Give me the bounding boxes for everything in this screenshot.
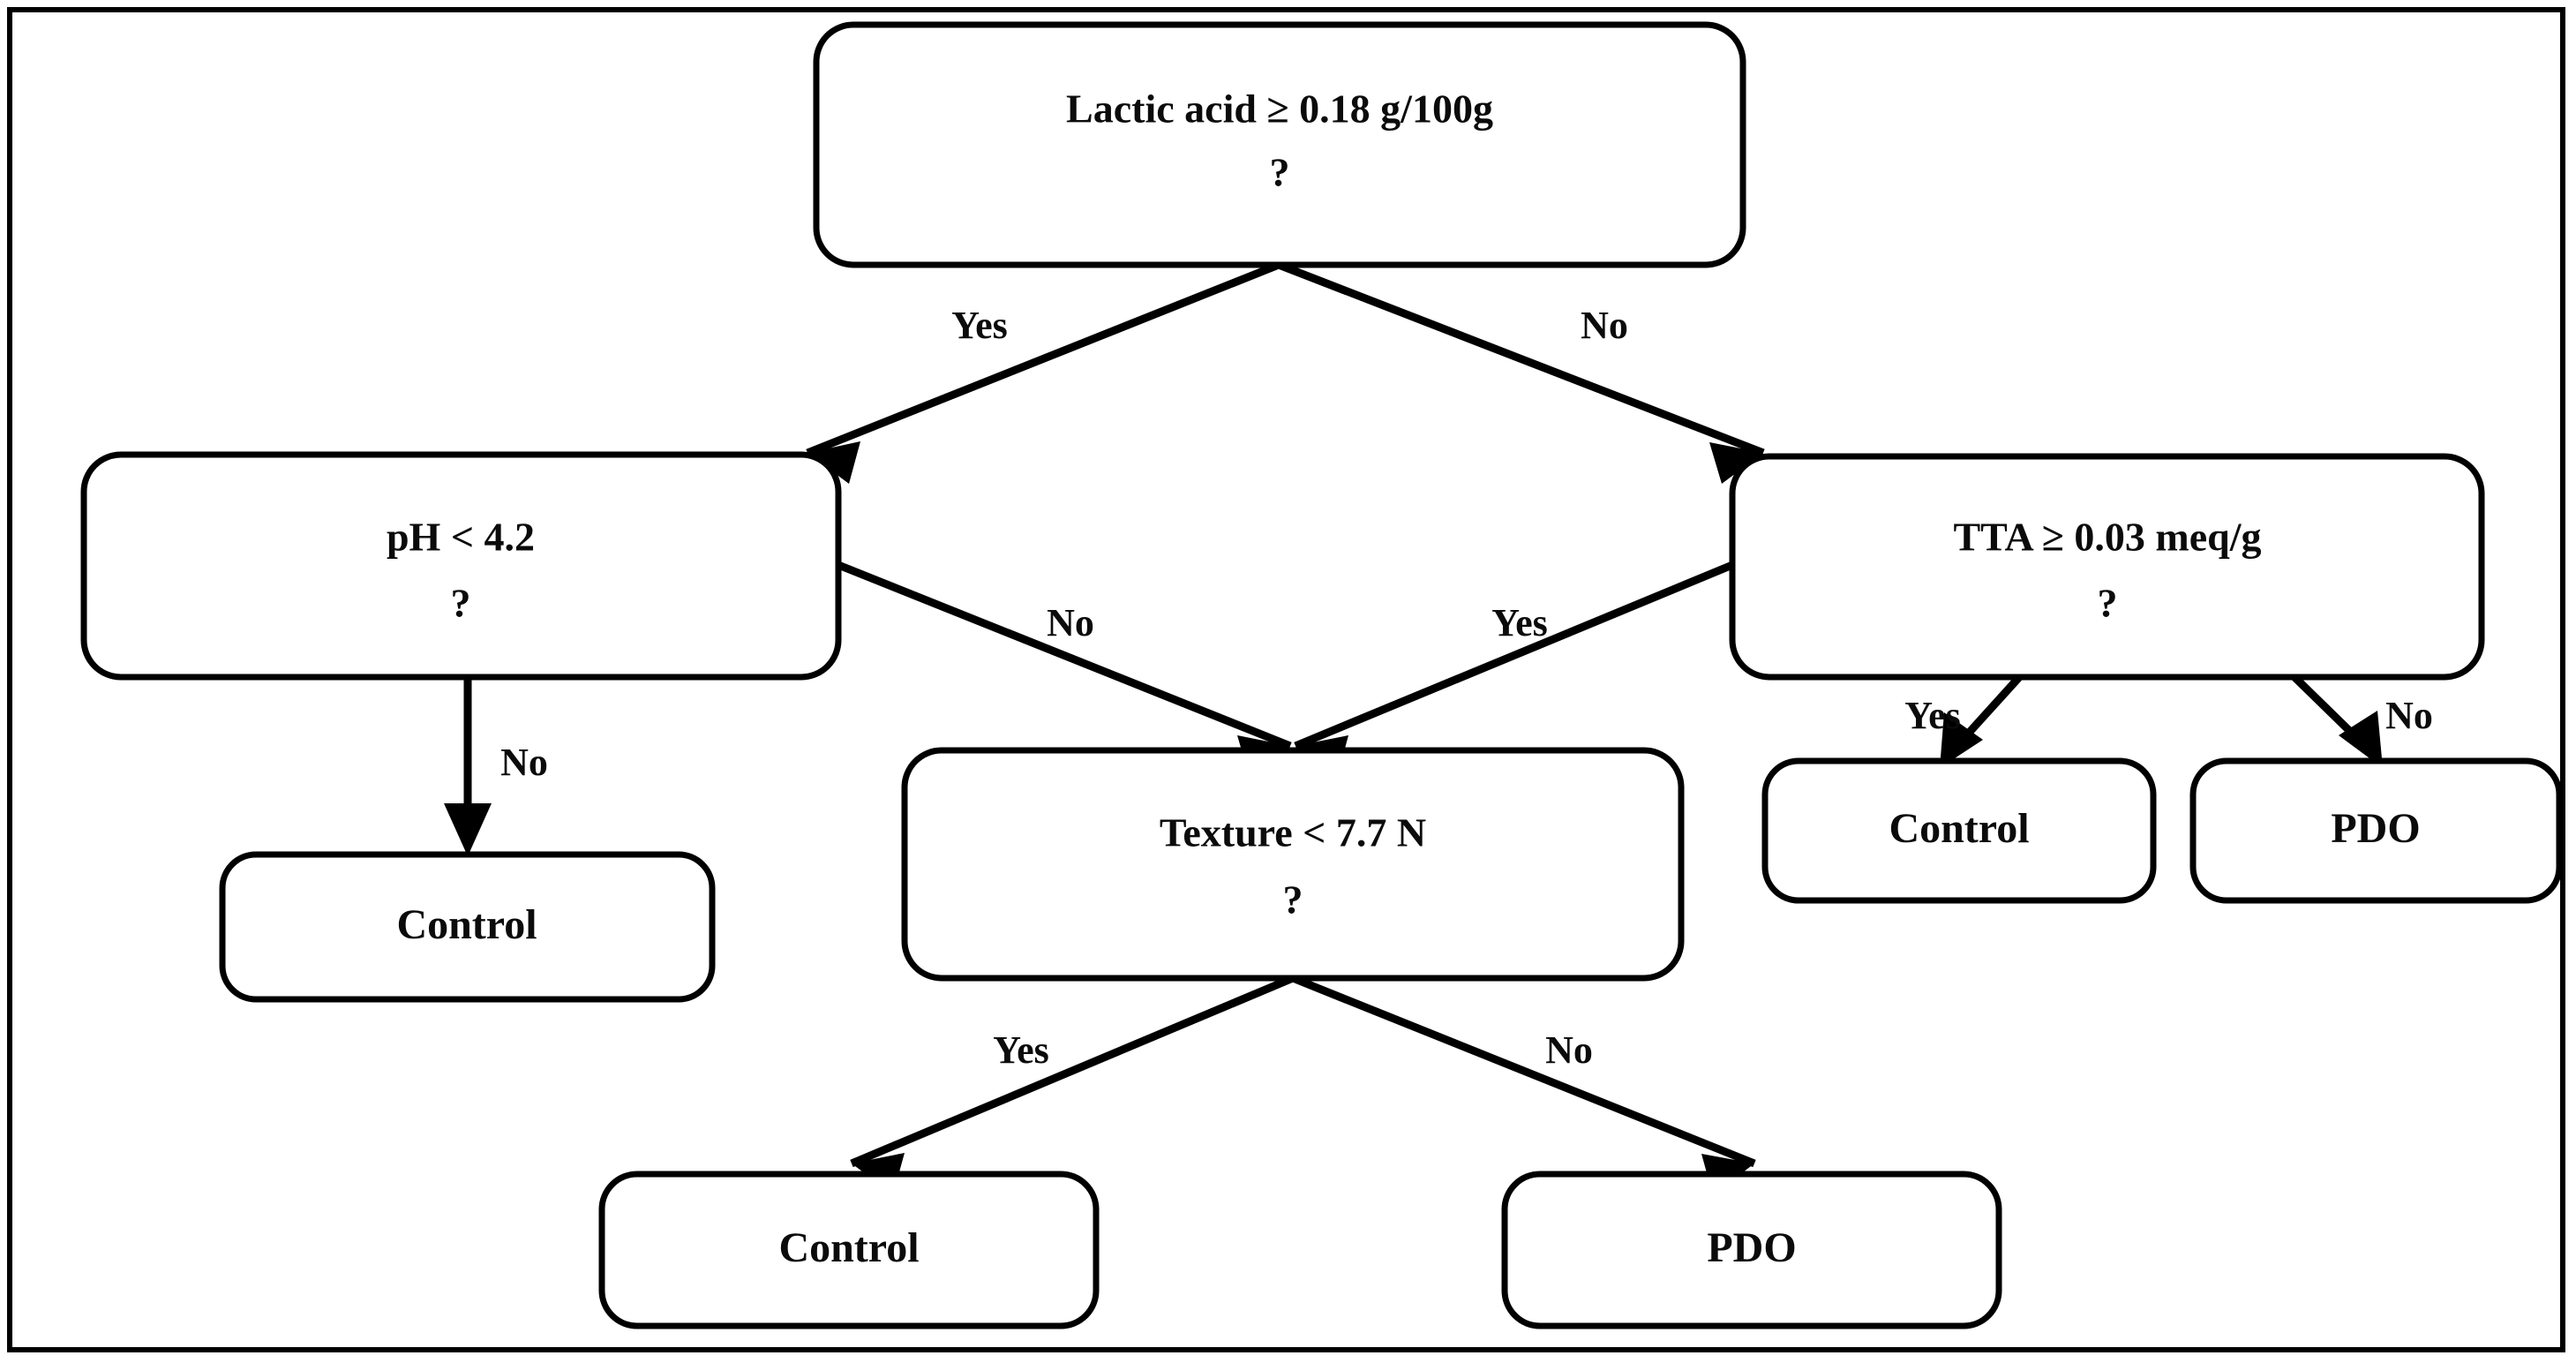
leaf-control-texture-yes-label: Control: [778, 1224, 919, 1271]
leaf-control-ph-no[interactable]: Control: [219, 851, 716, 1003]
edge-tta-yes-texture: [1294, 561, 1734, 778]
arrowhead-tta-no-pdo: [2339, 711, 2383, 768]
node-lactic-acid-line2: ?: [1270, 150, 1290, 195]
edge-label-root-yes: Yes: [951, 304, 1008, 347]
arrowhead-ph-no-control: [444, 803, 492, 856]
edge-ph-no-texture: [837, 561, 1292, 778]
node-lactic-acid-line1: Lactic acid ≥ 0.18 g/100g: [1066, 87, 1493, 132]
node-tta-box[interactable]: [1729, 453, 2485, 681]
node-texture-line2: ?: [1283, 877, 1303, 922]
leaf-pdo-texture-no[interactable]: PDO: [1501, 1171, 2002, 1329]
node-ph-box[interactable]: [80, 451, 842, 681]
node-texture[interactable]: Texture < 7.7 N ?: [901, 747, 1685, 982]
node-tta-line1: TTA ≥ 0.03 meq/g: [1954, 515, 2262, 560]
node-lactic-acid[interactable]: Lactic acid ≥ 0.18 g/100g ?: [813, 21, 1746, 268]
leaf-control-texture-yes[interactable]: Control: [598, 1171, 1100, 1329]
figure-frame: [7, 7, 2565, 1352]
node-ph-line2: ?: [451, 581, 471, 626]
leaf-pdo-tta-no[interactable]: PDO: [2189, 757, 2563, 904]
edge-tta-yes-control: [1940, 672, 2024, 768]
edge-label-tta-yes-texture: Yes: [1491, 601, 1548, 644]
leaf-control-texture-yes-box[interactable]: [598, 1171, 1100, 1329]
edge-texture-yes: [850, 974, 1295, 1194]
node-tta-line2: ?: [2098, 581, 2118, 626]
arrowhead-tta-yes-control: [1940, 712, 1983, 768]
edge-label-texture-no: No: [1545, 1028, 1593, 1072]
edge-label-tta-no-pdo: No: [2385, 694, 2433, 737]
leaf-pdo-tta-no-box[interactable]: [2189, 757, 2563, 904]
edge-root-no: [1277, 260, 1765, 484]
node-tta[interactable]: TTA ≥ 0.03 meq/g ?: [1729, 453, 2485, 681]
leaf-control-ph-no-label: Control: [396, 901, 537, 948]
arrowhead-root-no: [1709, 442, 1763, 484]
leaf-control-tta-yes-box[interactable]: [1761, 757, 2157, 904]
node-ph[interactable]: pH < 4.2 ?: [80, 451, 842, 681]
edge-texture-no: [1291, 974, 1756, 1195]
node-texture-line1: Texture < 7.7 N: [1160, 810, 1426, 855]
node-ph-line1: pH < 4.2: [387, 515, 535, 560]
leaf-control-tta-yes[interactable]: Control: [1761, 757, 2157, 904]
node-texture-box[interactable]: [901, 747, 1685, 982]
edge-label-tta-yes-control: Yes: [1904, 694, 1961, 737]
leaf-pdo-texture-no-label: PDO: [1707, 1224, 1796, 1271]
edge-root-yes: [806, 260, 1280, 484]
leaf-pdo-texture-no-box[interactable]: [1501, 1171, 2002, 1329]
leaf-control-tta-yes-label: Control: [1889, 805, 2029, 852]
edge-tta-no-pdo: [2289, 672, 2383, 768]
edge-label-texture-yes: Yes: [993, 1028, 1049, 1072]
arrowhead-root-yes: [807, 441, 860, 484]
edge-ph-no-control: [444, 675, 492, 856]
node-lactic-acid-box[interactable]: [813, 21, 1746, 268]
edge-label-root-no: No: [1581, 304, 1628, 347]
leaf-pdo-tta-no-label: PDO: [2331, 805, 2420, 852]
edge-label-ph-no-control: No: [500, 741, 548, 784]
edge-label-ph-no-texture: No: [1047, 601, 1094, 644]
leaf-control-ph-no-box[interactable]: [219, 851, 716, 1003]
